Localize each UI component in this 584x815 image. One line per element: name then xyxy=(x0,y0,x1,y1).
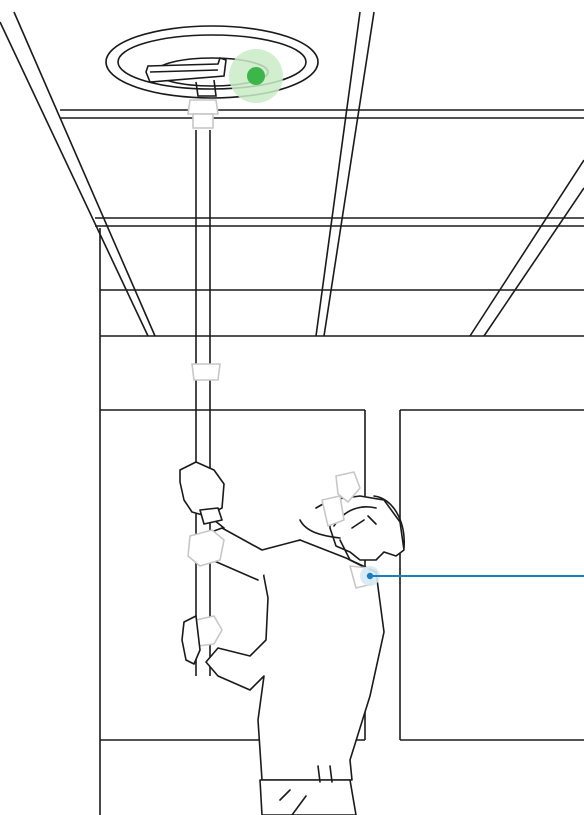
ceiling-grid xyxy=(0,11,584,337)
technician-figure xyxy=(205,495,405,815)
ceiling-mount-device xyxy=(105,25,319,99)
extension-pole xyxy=(195,130,211,676)
pole-clamps xyxy=(187,99,221,381)
callout-dot xyxy=(366,572,374,580)
hands xyxy=(179,461,225,665)
callout-pointer xyxy=(360,566,584,586)
status-led-icon xyxy=(247,67,265,85)
